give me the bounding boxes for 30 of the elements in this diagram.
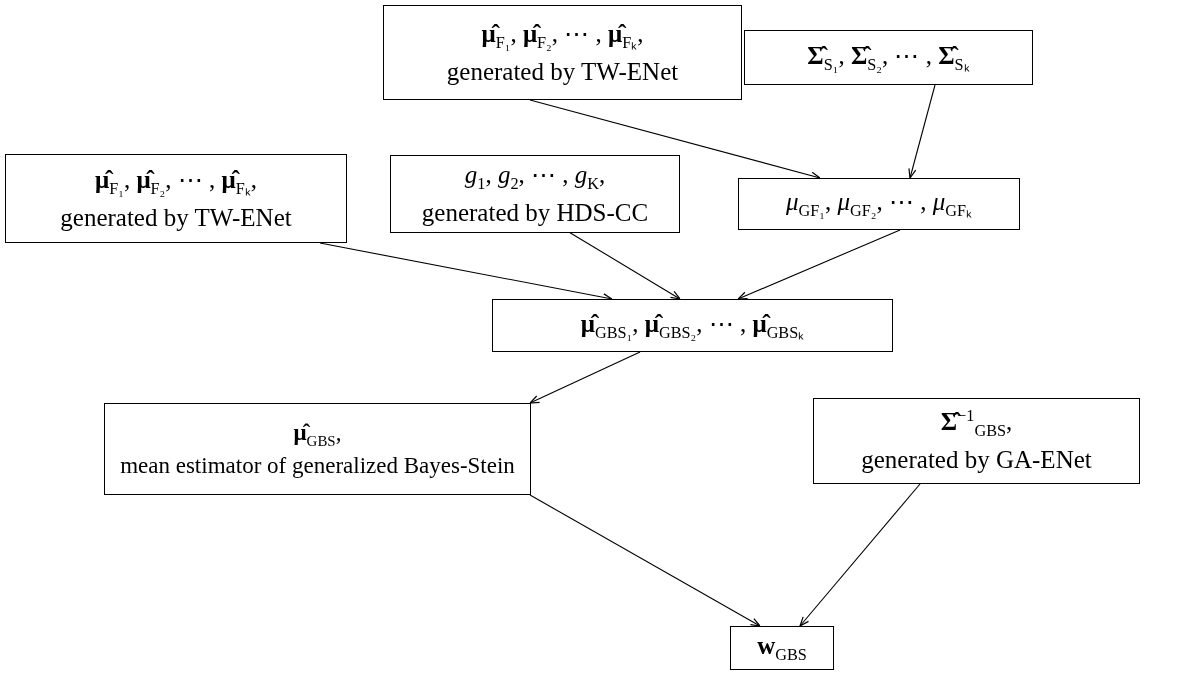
arrow (529, 351, 641, 404)
process-box (730, 626, 834, 670)
process-box (744, 30, 1033, 85)
math-label: μ$_{GF₁}$, μ$_{GF₂}$, ⋯ , μ$_{GFₖ}$ (785, 187, 973, 223)
math-label: w$_{GBS}$ (757, 631, 807, 666)
process-box (492, 299, 893, 352)
process-box (813, 398, 1140, 484)
math-label: μ̂$_{F₁}$, μ̂$_{F₂}$, ⋯ , μ̂$_{Fₖ}$, (95, 164, 257, 200)
arrow (908, 84, 936, 179)
math-label: Σ̂$^{−1}$$_{GBS}$, (940, 405, 1013, 443)
description-text: generated by TW-ENet (60, 202, 292, 233)
description-text: mean estimator of generalized Bayes-Stein (120, 452, 515, 481)
description-text: generated by HDS-CC (421, 197, 649, 228)
math-label: μ̂$_{GBS}$, (293, 418, 342, 451)
math-label: μ̂$_{F₁}$, μ̂$_{F₂}$, ⋯ , μ̂$_{Fₖ}$, (481, 18, 644, 54)
arrow (529, 494, 761, 627)
math-label: Σ̂$_{S₁}$, Σ̂$_{S₂}$, ⋯ , Σ̂$_{Sₖ}$ (807, 40, 970, 76)
arrow (569, 232, 681, 300)
arrow (529, 99, 821, 180)
process-box (390, 155, 680, 233)
process-box (104, 403, 531, 495)
process-box (738, 178, 1020, 230)
process-box (5, 154, 347, 243)
math-label: μ̂$_{GBS₁}$, μ̂$_{GBS₂}$, ⋯ , μ̂$_{GBSₖ}$ (580, 308, 805, 344)
math-label: g$_{1}$, g$_{2}$, ⋯ , g$_{K}$, (464, 160, 606, 195)
description-text: generated by GA-ENet (861, 445, 1092, 476)
arrow (737, 229, 901, 300)
arrow (799, 483, 921, 627)
process-box (383, 5, 742, 100)
description-text: generated by TW-ENet (446, 56, 679, 87)
